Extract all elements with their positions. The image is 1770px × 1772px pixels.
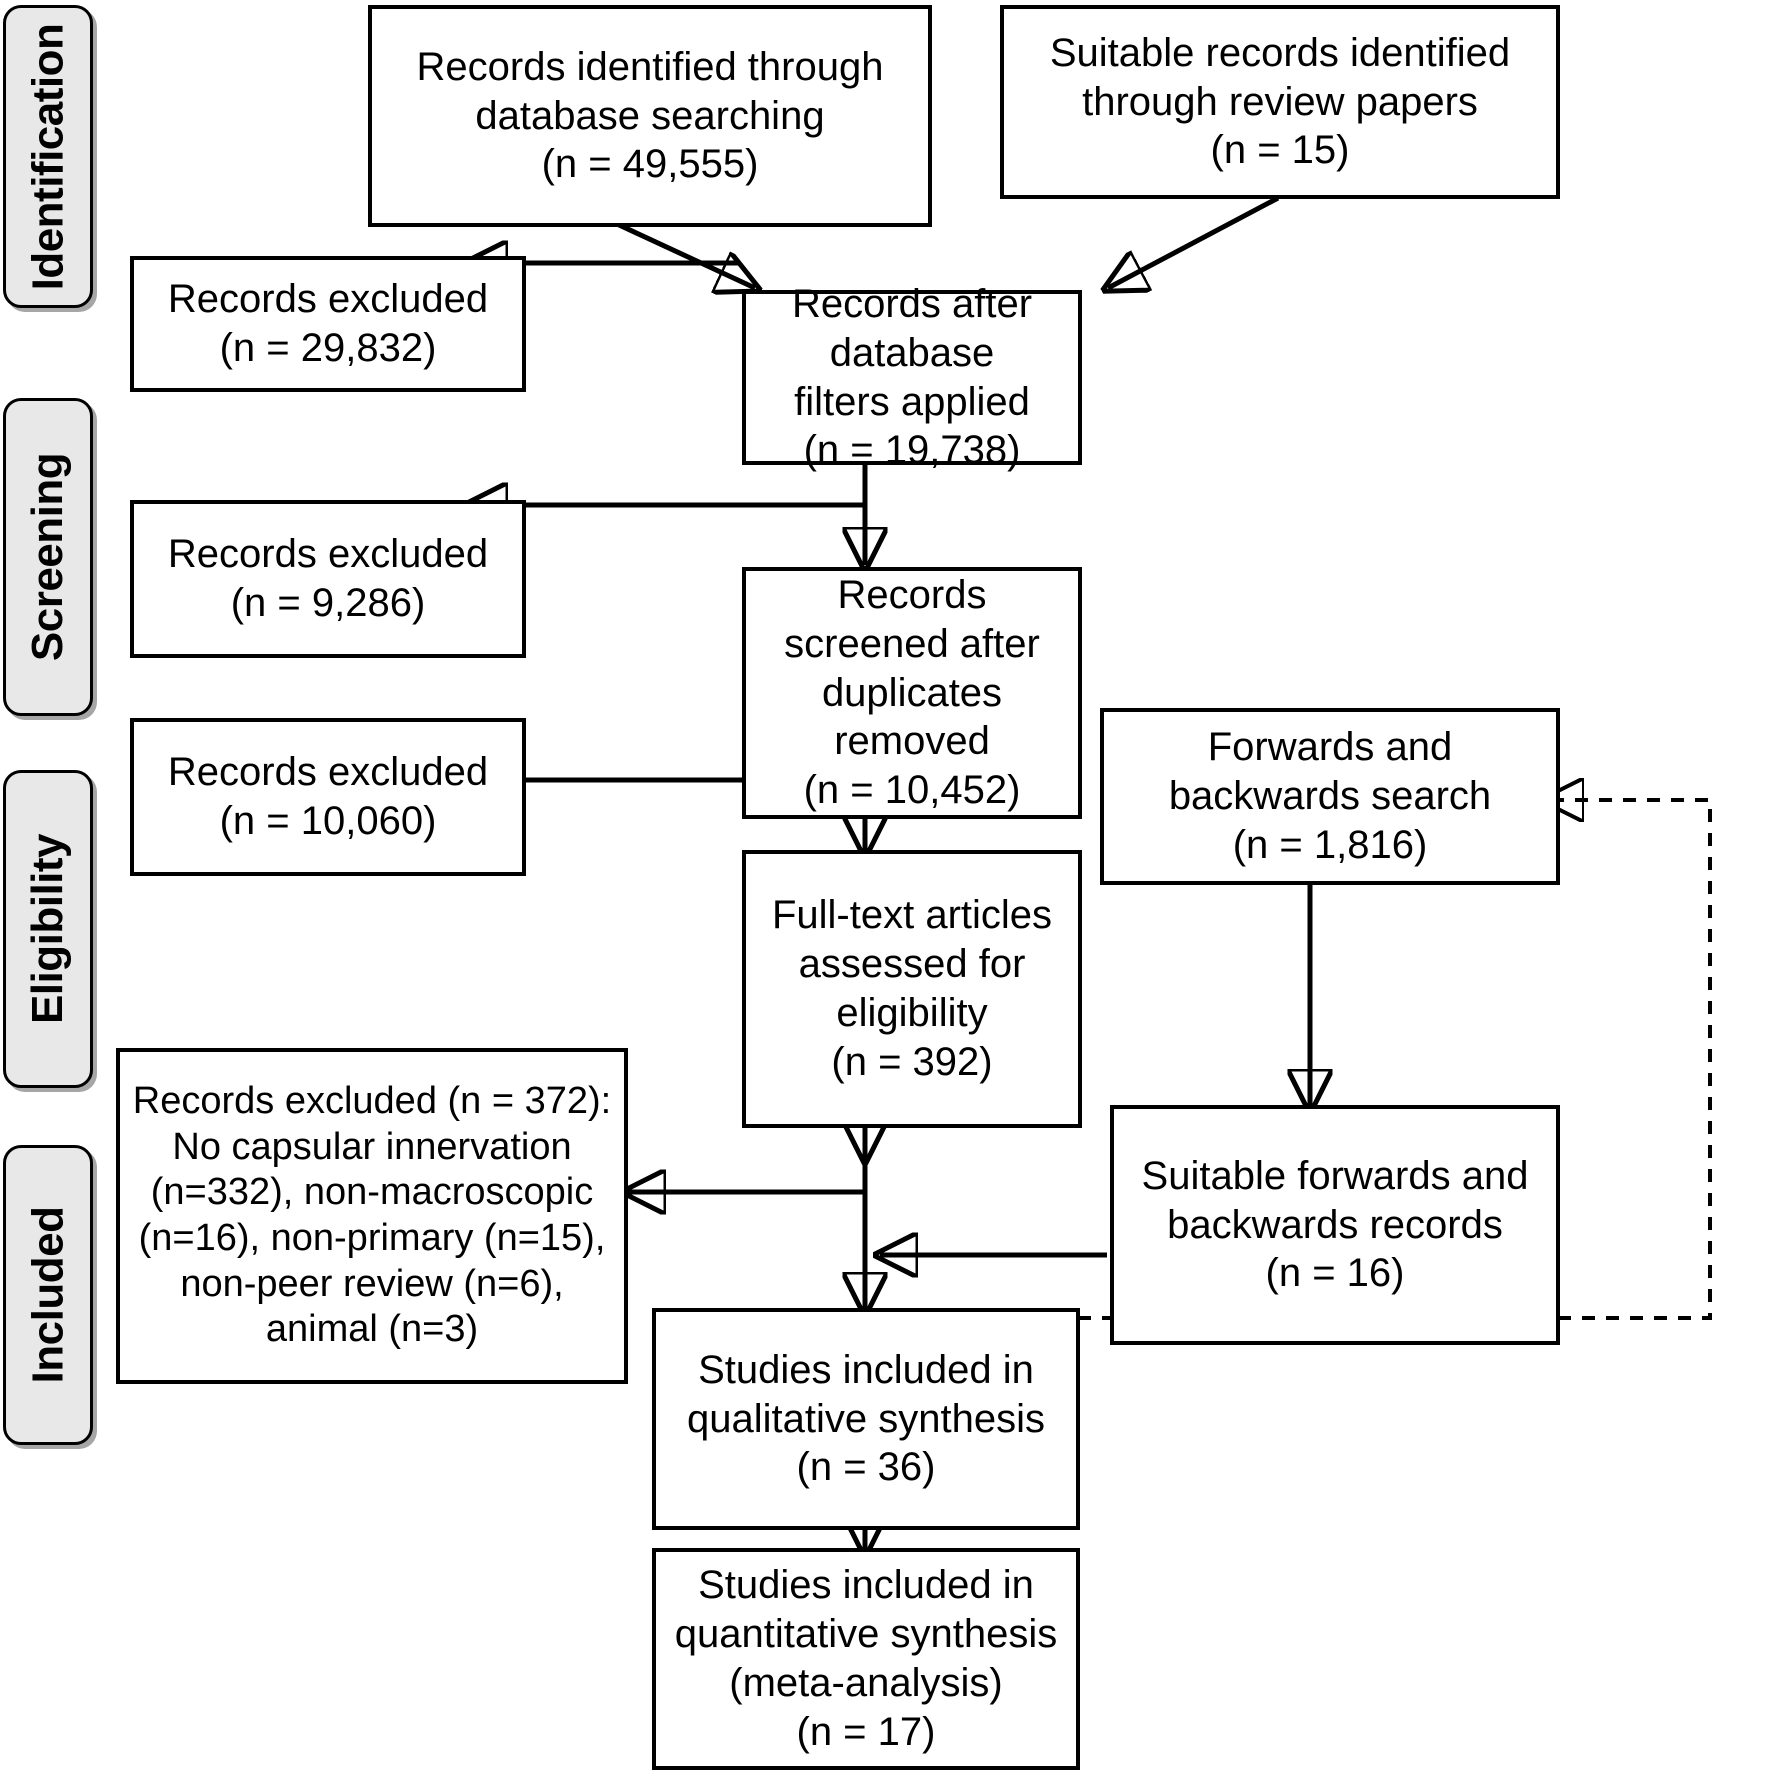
stage-label-identification-text: Identification <box>23 23 72 290</box>
box-suitable-forwards-backwards-records-text: Suitable forwards and backwards records … <box>1141 1153 1529 1296</box>
box-studies-qualitative-synthesis: Studies included in qualitative synthesi… <box>652 1308 1080 1530</box>
stage-label-eligibility: Eligibility <box>3 770 93 1088</box>
box-full-text-articles-assessed-text: Full-text articles assessed for eligibil… <box>771 893 1053 1084</box>
box-records-excluded-identification-text: Records excluded (n = 29,832) <box>167 277 489 370</box>
box-records-excluded-screening-text: Records excluded (n = 9,286) <box>167 532 489 625</box>
box-records-after-filters: Records after database filters applied (… <box>742 282 1082 472</box>
box-forwards-backwards-search: Forwards and backwards search (n = 1,816… <box>1100 708 1560 885</box>
box-records-excluded-reasons: Records excluded (n = 372): No capsular … <box>116 1048 628 1384</box>
box-suitable-records-review-papers-text: Suitable records identified through revi… <box>1049 30 1511 173</box>
box-records-excluded-screening: Records excluded (n = 9,286) <box>130 500 526 658</box>
arrow-review-papers-to-filters <box>1108 195 1280 288</box>
box-records-excluded-reasons-text: Records excluded (n = 372): No capsular … <box>132 1080 612 1351</box>
stage-label-included-text: Included <box>23 1206 72 1384</box>
box-records-identified-database-text: Records identified through database sear… <box>416 44 884 187</box>
box-suitable-records-review-papers: Suitable records identified through revi… <box>1000 5 1560 199</box>
box-full-text-articles-assessed: Full-text articles assessed for eligibil… <box>742 850 1082 1128</box>
box-studies-quantitative-synthesis-text: Studies included in quantitative synthes… <box>674 1563 1058 1754</box>
stage-label-identification: Identification <box>3 5 93 308</box>
box-forwards-backwards-search-text: Forwards and backwards search (n = 1,816… <box>1168 725 1492 867</box>
box-records-identified-database: Records identified through database sear… <box>368 5 932 227</box>
stage-label-screening: Screening <box>3 398 93 716</box>
arrow-db-search-to-filters <box>615 221 755 288</box>
box-studies-qualitative-synthesis-text: Studies included in qualitative synthesi… <box>687 1347 1045 1490</box>
box-records-excluded-eligibility: Records excluded (n = 10,060) <box>130 718 526 876</box>
box-records-excluded-identification: Records excluded (n = 29,832) <box>130 256 526 392</box>
box-records-screened-duplicates-removed-text: Records screened after duplicates remove… <box>784 573 1040 813</box>
box-records-after-filters-text: Records after database filters applied (… <box>791 281 1033 473</box>
stage-label-eligibility-text: Eligibility <box>23 833 73 1025</box>
box-records-screened-duplicates-removed: Records screened after duplicates remove… <box>742 567 1082 819</box>
box-suitable-forwards-backwards-records: Suitable forwards and backwards records … <box>1110 1105 1560 1345</box>
box-records-excluded-eligibility-text: Records excluded (n = 10,060) <box>167 750 489 843</box>
stage-label-included: Included <box>3 1145 93 1445</box>
box-studies-quantitative-synthesis: Studies included in quantitative synthes… <box>652 1548 1080 1770</box>
stage-label-screening-text: Screening <box>23 452 72 662</box>
